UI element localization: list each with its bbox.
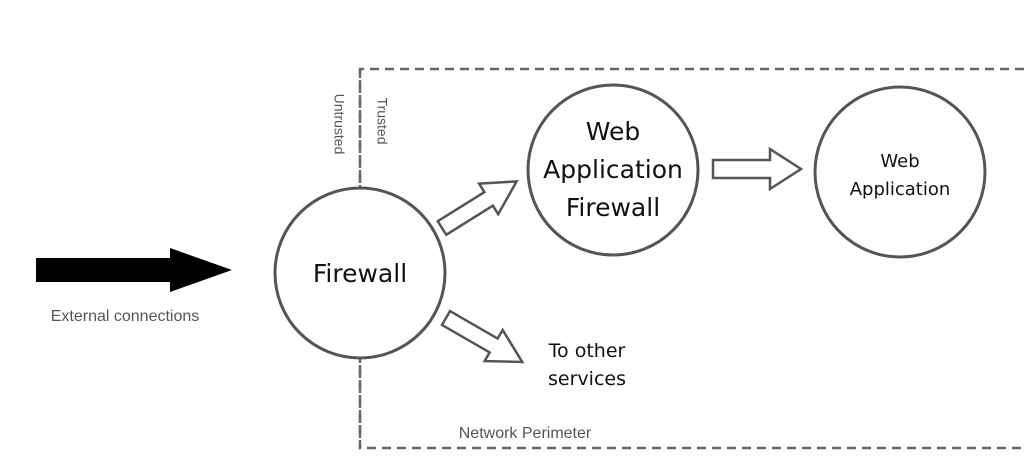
web-application-node: Web Application [813, 85, 987, 259]
network-perimeter-label: Network Perimeter [459, 425, 592, 442]
untrusted-label: Untrusted [331, 94, 347, 155]
waf-label-line1: Web [586, 117, 641, 146]
web-application-label-line2: Application [850, 179, 951, 200]
trusted-label: Trusted [374, 98, 390, 145]
firewall-to-waf-arrow [436, 179, 519, 237]
waf-to-webapp-arrow [711, 146, 804, 192]
network-perimeter-boundary [358, 67, 1024, 450]
waf-circle [526, 83, 700, 257]
firewall-circle [273, 186, 447, 360]
waf-label-line2: Application [543, 155, 683, 184]
external-connections-label: External connections [51, 308, 200, 325]
other-services-label-line1: To other [548, 340, 626, 362]
firewall-label: Firewall [313, 259, 407, 288]
external-connections-arrow [36, 248, 232, 292]
waf-label-line3: Firewall [566, 193, 660, 222]
waf-node: Web Application Firewall [526, 83, 700, 257]
web-application-label-line1: Web [880, 151, 919, 172]
firewall-node: Firewall [273, 186, 447, 360]
web-application-circle [813, 85, 987, 259]
firewall-to-services-arrow [440, 309, 525, 364]
other-services-label-line2: services [548, 368, 626, 390]
